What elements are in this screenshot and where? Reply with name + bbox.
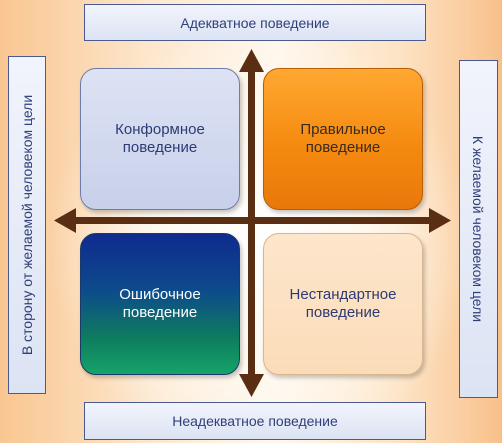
arrow-left-icon <box>54 208 76 233</box>
nonstandard-behavior-quadrant: Нестандартное поведение <box>263 233 423 375</box>
adequate-behavior-label: Адекватное поведение <box>84 4 426 41</box>
erroneous-behavior-quadrant: Ошибочное поведение <box>80 233 240 375</box>
nonstandard-behavior-text: Нестандартное поведение <box>289 286 397 321</box>
vertical-axis-line <box>248 62 255 384</box>
erroneous-behavior-text: Ошибочное поведение <box>119 286 201 321</box>
toward-goal-label: К желаемой человеком цели <box>459 60 498 398</box>
arrow-right-icon <box>429 208 451 233</box>
adequate-behavior-text: Адекватное поведение <box>180 14 330 31</box>
inadequate-behavior-label: Неадекватное поведение <box>84 402 426 440</box>
conformist-behavior-text: Конформное поведение <box>115 121 205 156</box>
arrow-up-icon <box>239 49 264 72</box>
arrow-down-icon <box>239 374 264 397</box>
conformist-behavior-quadrant: Конформное поведение <box>80 68 240 210</box>
correct-behavior-text: Правильное поведение <box>300 121 386 156</box>
away-from-goal-label: В сторону от желаемой человеком цели <box>8 56 46 394</box>
correct-behavior-quadrant: Правильное поведение <box>263 68 423 210</box>
inadequate-behavior-text: Неадекватное поведение <box>172 413 338 429</box>
